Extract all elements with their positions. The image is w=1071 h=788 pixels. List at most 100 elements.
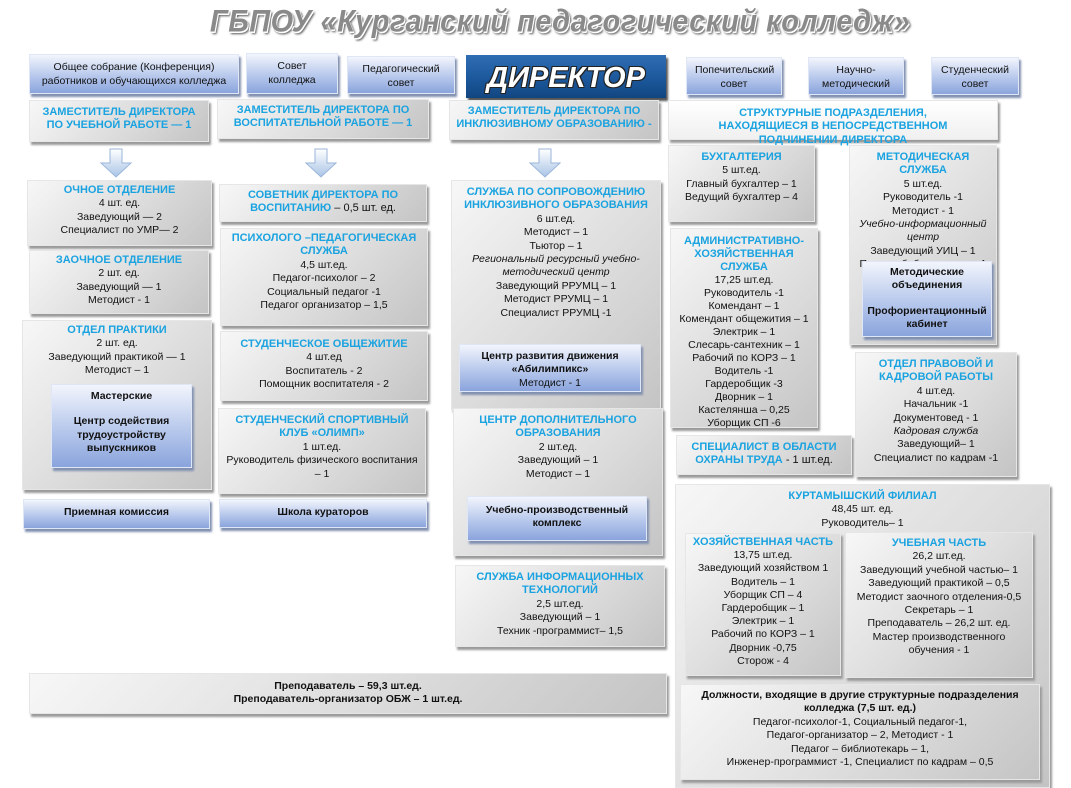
line-text: Руководитель -1 [883, 191, 963, 204]
unit-line: Педагог – библиотекарь – 1, [685, 743, 1035, 756]
line-text: СТУДЕНЧЕСКОЕ ОБЩЕЖИТИЕ [240, 338, 408, 350]
training-production-complex[interactable]: Учебно-производственный комплекс [467, 496, 647, 541]
line-text: Сторож - 4 [737, 654, 789, 667]
teachers-box[interactable]: Преподаватель – 59,3 шт.ед.Преподаватель… [29, 673, 667, 714]
line-text: Слесарь-сантехник – 1 [688, 339, 800, 351]
unit-line: Тьютор – 1 [456, 240, 656, 253]
line-text: Специалист по УМР— 2 [60, 224, 179, 237]
line-text: Заведующий — 2 [76, 210, 163, 223]
line-text: СПЕЦИАЛИСТ В ОБЛАСТИ ОХРАНЫ ТРУДА [691, 441, 837, 467]
line-text: Гардеробщик – 1 [721, 602, 805, 615]
unit-line: Учебно-информационный центр [854, 218, 992, 245]
line-text: Комендант общежития – 1 [679, 313, 809, 325]
unit-title: СТРУКТУРНЫЕ ПОДРАЗДЕЛЕНИЯ, НАХОДЯЩИЕСЯ В… [699, 107, 967, 147]
unit-line: Дворник – 1 [675, 391, 813, 404]
unit-title: ЗАОЧНОЕ ОТДЕЛЕНИЕ [34, 254, 204, 267]
pedagogical-council[interactable]: Педагогический совет [347, 56, 455, 94]
unit-title: СЛУЖБА ИНФОРМАЦИОННЫХ ТЕХНОЛОГИЙ [460, 571, 660, 598]
line-text: 48,45 шт. ед. [831, 503, 894, 516]
unit-title: ЗАМЕСТИТЕЛЬ ДИРЕКТОРА ПО ВОСПИТАТЕЛЬНОЙ … [222, 104, 424, 131]
unit-title: АДМИНИСТРАТИВНО-ХОЗЯЙСТВЕННАЯ СЛУЖБА [675, 235, 813, 274]
unit-title: ХОЗЯЙСТВЕННАЯ ЧАСТЬ [690, 536, 836, 549]
line-text: Рабочий по КОРЗ – 1 [692, 352, 796, 364]
line-text: Заведующий хозяйством 1 [697, 562, 829, 575]
line-text: 1 шт.ед. [302, 440, 342, 453]
line-text: Центр развития движения «Абилимпикс» [481, 350, 619, 376]
line-text: Методист – 1 [523, 226, 589, 239]
student-council[interactable]: Студенческий совет [931, 57, 1019, 95]
line-text: Методист заочного отделения-0,5 [856, 590, 1022, 603]
line-text: МЕТОДИЧЕСКАЯ СЛУЖБА [876, 151, 970, 177]
line-text: Документовед - 1 [893, 411, 979, 424]
unit-line: Заведующий УИЦ – 1 [854, 245, 992, 258]
scientific-methodical-label: Научно-методический [822, 64, 890, 90]
line-text: Учебно-производственный комплекс [485, 504, 629, 530]
unit-line: Методические объединения [867, 266, 987, 293]
branch-other-positions[interactable]: Должности, входящие в другие структурные… [680, 684, 1040, 780]
director[interactable]: ДИРЕКТОР [466, 55, 666, 98]
methodical-associations[interactable]: Методические объединения Профориентацион… [862, 261, 992, 337]
unit-title: ОЧНОЕ ОТДЕЛЕНИЕ [32, 184, 207, 197]
line-text: 5 шт.ед. [722, 164, 761, 177]
unit-line: Техник -программист– 1,5 [460, 625, 660, 638]
line-text: 5 шт.ед. [903, 177, 943, 190]
director-advisor-upbringing[interactable]: СОВЕТНИК ДИРЕКТОРА ПО ВОСПИТАНИЮ – 0,5 ш… [219, 184, 427, 222]
unit-line: Электрик – 1 [690, 615, 836, 628]
unit-title: ЗАМЕСТИТЕЛЬ ДИРЕКТОРА ПО УЧЕБНОЙ РАБОТЕ … [34, 106, 204, 133]
unit-line: Комендант общежития – 1 [675, 313, 813, 326]
student-council-label: Студенческий совет [940, 64, 1010, 90]
line-text: Преподаватель-организатор ОБЖ – 1 шт.ед. [233, 693, 463, 706]
unit-line: 4 шт. ед. [32, 197, 207, 210]
unit-line: Уборщик СП – 4 [690, 589, 836, 602]
unit-title: СПЕЦИАЛИСТ В ОБЛАСТИ ОХРАНЫ ТРУДА - 1 шт… [681, 441, 847, 468]
line-text: Школа кураторов [277, 506, 369, 518]
line-text: Дворник -0,75 [729, 641, 797, 654]
unit-line: Методист - 1 [464, 377, 636, 390]
line-text: Кадровая служба [893, 425, 979, 438]
line-text: Помощник воспитателя - 2 [259, 378, 389, 391]
unit-line: Электрик – 1 [675, 326, 813, 339]
scientific-methodical-council[interactable]: Научно-методический [808, 57, 904, 95]
unit-line: 2 шт. ед. [27, 337, 207, 350]
line-text: Педагог – библиотекарь – 1, [790, 742, 930, 755]
line-text: Тьютор – 1 [529, 239, 583, 252]
line-text: Начальник -1 [903, 398, 969, 411]
workshops-employment-center[interactable]: Мастерские Центр содействия трудоустройс… [51, 384, 192, 468]
deputy-inclusive-box[interactable]: ЗАМЕСТИТЕЛЬ ДИРЕКТОРА ПО ИНКЛЮЗИВНОМУ ОБ… [449, 100, 659, 140]
deputy-study-box[interactable]: ЗАМЕСТИТЕЛЬ ДИРЕКТОРА ПО УЧЕБНОЙ РАБОТЕ … [29, 100, 209, 142]
abilympics-center[interactable]: Центр развития движения «Абилимпикс»Мето… [459, 344, 641, 392]
direct-units-header[interactable]: СТРУКТУРНЫЕ ПОДРАЗДЕЛЕНИЯ, НАХОДЯЩИЕСЯ В… [668, 100, 998, 146]
admission-committee[interactable]: Приемная комиссия [23, 499, 210, 529]
line-text: Воспитатель - 2 [285, 364, 363, 377]
line-text: 4 шт.ед [306, 351, 342, 364]
deputy-upbringing-box[interactable]: ЗАМЕСТИТЕЛЬ ДИРЕКТОРА ПО ВОСПИТАТЕЛЬНОЙ … [217, 99, 429, 139]
unit-line: Преподаватель – 26,2 шт. ед. [850, 617, 1028, 630]
unit-line: Методист – 1 [458, 468, 658, 481]
college-council[interactable]: Совет колледжа [246, 53, 338, 94]
labor-safety-specialist[interactable]: СПЕЦИАЛИСТ В ОБЛАСТИ ОХРАНЫ ТРУДА - 1 шт… [676, 435, 852, 475]
unit-line: Заведующий – 1 [458, 454, 658, 467]
college-council-label: Совет колледжа [268, 60, 316, 86]
line-text: Методист – 1 [525, 467, 591, 480]
student-sport-club[interactable]: СТУДЕНЧЕСКИЙ СПОРТИВНЫЙ КЛУБ «ОЛИМП»1 шт… [218, 408, 426, 494]
line-text: ЗАМЕСТИТЕЛЬ ДИРЕКТОРА ПО ВОСПИТАТЕЛЬНОЙ … [233, 104, 413, 130]
curators-school[interactable]: Школа кураторов [219, 499, 427, 528]
unit-line: Кадровая служба [860, 425, 1012, 438]
line-suffix: – 0,5 шт. ед. [331, 202, 396, 215]
line-text: Методист - 1 [892, 204, 954, 217]
line-text: АДМИНИСТРАТИВНО-ХОЗЯЙСТВЕННАЯ СЛУЖБА [684, 235, 804, 273]
general-meeting[interactable]: Общее собрание (Конференция) работников … [29, 54, 239, 94]
board-of-trustees[interactable]: Попечительский совет [686, 57, 782, 95]
line-text: СТУДЕНЧЕСКИЙ СПОРТИВНЫЙ КЛУБ «ОЛИМП» [235, 414, 409, 440]
unit-line: Слесарь-сантехник – 1 [675, 339, 813, 352]
